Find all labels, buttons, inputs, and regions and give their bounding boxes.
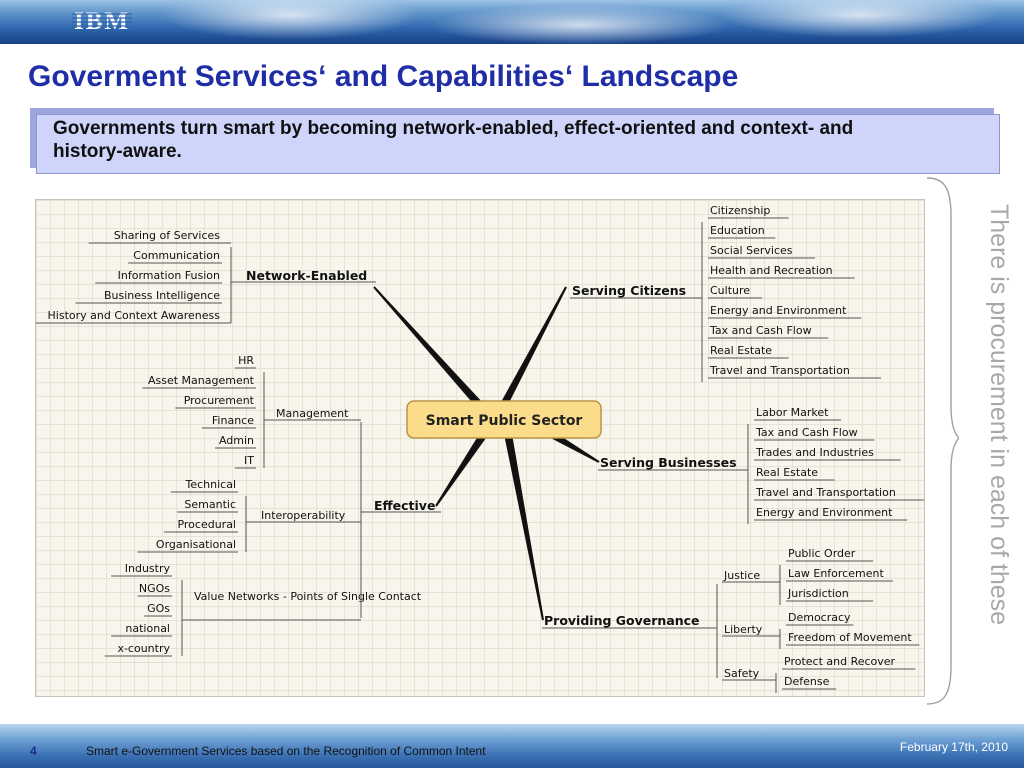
network-item: History and Context Awareness <box>48 309 221 322</box>
footer-date: February 17th, 2010 <box>899 740 1008 754</box>
businesses-item: Labor Market <box>756 406 829 419</box>
value-network-item: NGOs <box>139 582 170 595</box>
serving-citizens-label: Serving Citizens <box>572 283 686 298</box>
citizens-item: Real Estate <box>710 344 772 357</box>
network-item: Sharing of Services <box>114 229 220 242</box>
safety-item: Protect and Recover <box>784 655 896 668</box>
management-item: Procurement <box>184 394 255 407</box>
footer-text: Smart e-Government Services based on the… <box>86 744 486 758</box>
citizens-item: Social Services <box>710 244 793 257</box>
interoperability-item: Technical <box>184 478 236 491</box>
network-item: Communication <box>133 249 220 262</box>
liberty-item: Democracy <box>788 611 851 624</box>
safety-label: Safety <box>724 667 760 680</box>
page-title: Goverment Services‘ and Capabilities‘ La… <box>28 60 739 93</box>
side-note: There is procurement in each of these <box>985 204 1013 626</box>
justice-item: Law Enforcement <box>788 567 884 580</box>
providing-governance-label: Providing Governance <box>544 613 700 628</box>
network-item: Information Fusion <box>118 269 220 282</box>
interoperability-item: Procedural <box>177 518 236 531</box>
citizens-item: Travel and Transportation <box>709 364 850 377</box>
value-network-item: national <box>125 622 170 635</box>
footer-banner: 4 Smart e-Government Services based on t… <box>0 724 1024 768</box>
justice-item: Public Order <box>788 547 856 560</box>
network-item: Business Intelligence <box>104 289 220 302</box>
citizens-item: Culture <box>710 284 750 297</box>
management-item: HR <box>238 354 254 367</box>
ibm-logo: IBM <box>70 6 134 36</box>
interoperability-label: Interoperability <box>261 509 346 522</box>
interoperability-item: Organisational <box>156 538 236 551</box>
justice-item: Jurisdiction <box>787 587 849 600</box>
value-network-item: Industry <box>125 562 171 575</box>
liberty-label: Liberty <box>724 623 763 636</box>
center-node <box>406 400 602 439</box>
management-item: Asset Management <box>148 374 255 387</box>
safety-item: Defense <box>784 675 830 688</box>
subtitle-box: Governments turn smart by becoming netwo… <box>36 114 1000 174</box>
businesses-item: Energy and Environment <box>756 506 893 519</box>
liberty-item: Freedom of Movement <box>788 631 912 644</box>
businesses-item: Real Estate <box>756 466 818 479</box>
serving-businesses-label: Serving Businesses <box>600 455 737 470</box>
interoperability-item: Semantic <box>184 498 236 511</box>
citizens-item: Energy and Environment <box>710 304 847 317</box>
management-label: Management <box>276 407 349 420</box>
center-node-label: Smart Public Sector <box>426 413 583 429</box>
management-item: IT <box>244 454 254 467</box>
management-item: Admin <box>219 434 254 447</box>
businesses-item: Trades and Industries <box>755 446 874 459</box>
page-number: 4 <box>30 744 37 758</box>
mind-map-canvas: Smart Public Sector Sharing of ServicesCo… <box>36 204 924 693</box>
header-banner: IBM <box>0 0 1024 44</box>
value-network-item: x-country <box>117 642 170 655</box>
value-networks-label: Value Networks - Points of Single Contac… <box>194 590 422 603</box>
citizens-item: Tax and Cash Flow <box>709 324 812 337</box>
citizens-item: Citizenship <box>710 204 770 217</box>
effective-label: Effective <box>374 498 435 513</box>
businesses-item: Travel and Transportation <box>755 486 896 499</box>
network-enabled-label: Network-Enabled <box>246 268 367 283</box>
citizens-item: Education <box>710 224 765 237</box>
value-network-item: GOs <box>147 602 170 615</box>
subtitle-text: Governments turn smart by becoming netwo… <box>53 118 854 162</box>
management-item: Finance <box>212 414 254 427</box>
businesses-item: Tax and Cash Flow <box>755 426 858 439</box>
citizens-item: Health and Recreation <box>710 264 833 277</box>
justice-label: Justice <box>723 569 760 582</box>
curly-brace <box>926 177 959 705</box>
